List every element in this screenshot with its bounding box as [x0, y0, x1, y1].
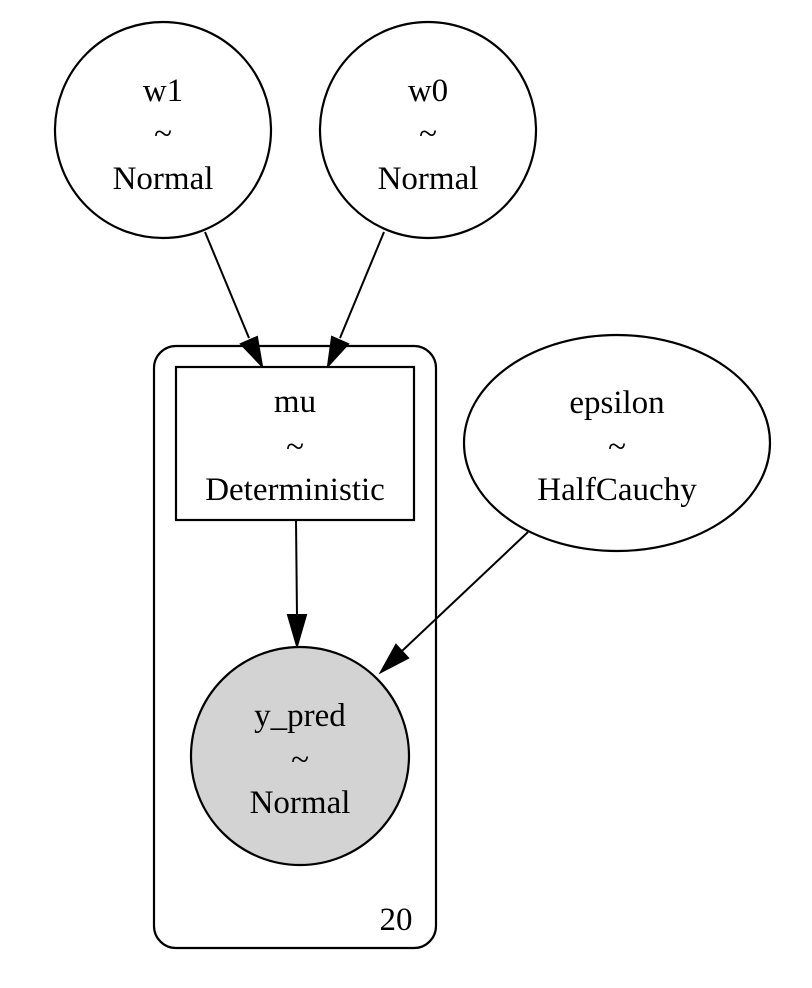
node-mu-sep: ~ — [286, 429, 304, 465]
node-w1: w1 ~ Normal — [53, 20, 273, 240]
plate-label: 20 — [380, 902, 413, 938]
node-w0-dist: Normal — [378, 161, 479, 197]
node-w0-shape — [318, 20, 538, 240]
node-w1-shape — [53, 20, 273, 240]
edge-w1-to-mu — [204, 231, 264, 370]
node-mu-dist: Deterministic — [205, 472, 385, 508]
node-y-pred-dist: Normal — [250, 785, 351, 821]
plate: 20 — [152, 344, 438, 950]
node-epsilon: epsilon ~ HalfCauchy — [462, 333, 772, 553]
node-y-pred: y_pred ~ Normal — [189, 645, 411, 867]
node-w1-name: w1 — [143, 73, 183, 109]
node-w1-sep: ~ — [154, 116, 172, 152]
node-epsilon-name: epsilon — [569, 385, 664, 421]
node-w0: w0 ~ Normal — [318, 20, 538, 240]
node-mu: mu ~ Deterministic — [174, 365, 416, 522]
node-y-pred-shape — [189, 645, 411, 867]
node-epsilon-shape — [462, 333, 772, 553]
edge-epsilon-to-y-pred — [378, 531, 529, 675]
edge-mu-to-y-pred — [286, 519, 308, 650]
node-w0-name: w0 — [408, 73, 448, 109]
node-y-pred-name: y_pred — [254, 698, 346, 734]
node-epsilon-dist: HalfCauchy — [537, 472, 697, 508]
node-mu-shape — [174, 365, 416, 522]
edge-w0-to-mu — [326, 231, 385, 370]
plate-frame — [152, 344, 438, 950]
node-w1-dist: Normal — [113, 161, 214, 197]
edges — [204, 231, 529, 675]
node-y-pred-sep: ~ — [291, 742, 309, 778]
node-mu-name: mu — [274, 384, 316, 420]
node-w0-sep: ~ — [419, 116, 437, 152]
node-epsilon-sep: ~ — [608, 429, 626, 465]
